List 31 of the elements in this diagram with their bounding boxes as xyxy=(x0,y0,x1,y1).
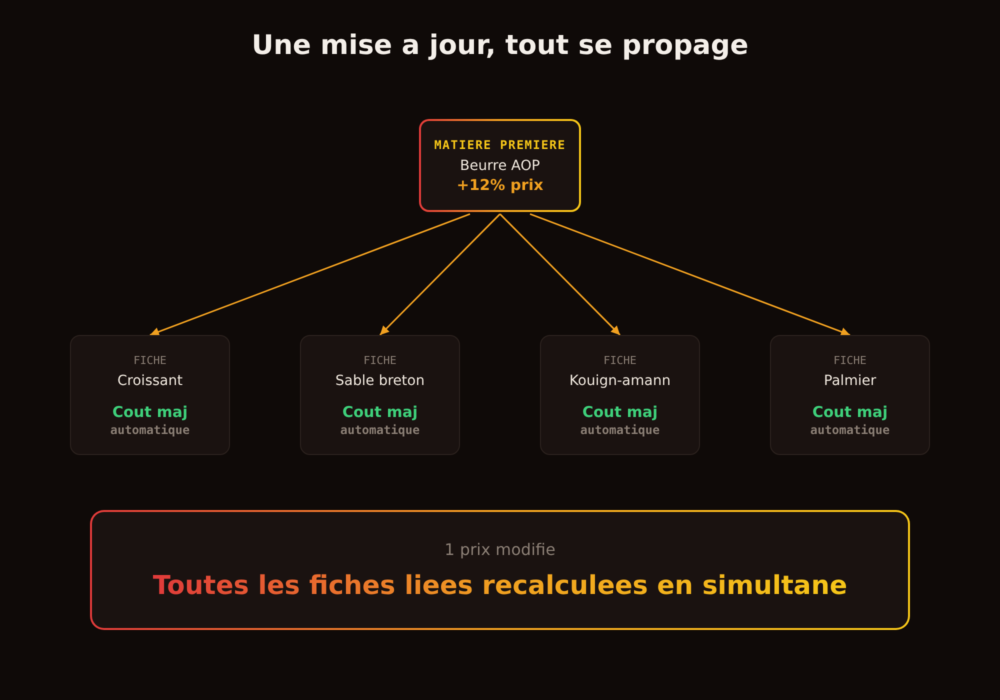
recipe-card xyxy=(540,335,700,455)
card-kicker: FICHE xyxy=(603,354,637,366)
category-label: MATIERE PREMIERE xyxy=(434,138,566,152)
status-text: Cout maj xyxy=(112,402,188,420)
status-text: Cout maj xyxy=(342,402,418,420)
arrow xyxy=(530,213,850,336)
recipe-card xyxy=(300,335,460,455)
ingredient-name: Beurre AOP xyxy=(460,158,540,174)
recipe-name: Palmier xyxy=(824,372,876,388)
recipe-name: Sable breton xyxy=(335,372,425,388)
card-kicker: FICHE xyxy=(363,354,397,366)
price-change: +12% prix xyxy=(456,176,544,194)
recipe-card xyxy=(70,335,230,455)
status-subtext: automatique xyxy=(580,422,660,436)
arrow xyxy=(499,213,621,336)
arrow xyxy=(379,213,501,336)
status-text: Cout maj xyxy=(582,402,658,420)
recipe-name: Kouign-amann xyxy=(569,372,671,388)
summary-note: 1 prix modifie xyxy=(444,540,556,558)
status-subtext: automatique xyxy=(340,422,420,436)
diagram-title: Une mise a jour, tout se propage xyxy=(250,30,750,61)
card-kicker: FICHE xyxy=(133,354,167,366)
recipe-name: Croissant xyxy=(117,372,183,388)
source-box xyxy=(419,119,581,212)
status-subtext: automatique xyxy=(810,422,890,436)
summary-banner xyxy=(90,510,910,630)
recipe-card xyxy=(770,335,930,455)
arrow xyxy=(150,213,470,336)
status-text: Cout maj xyxy=(812,402,888,420)
card-kicker: FICHE xyxy=(833,354,867,366)
status-subtext: automatique xyxy=(110,422,190,436)
